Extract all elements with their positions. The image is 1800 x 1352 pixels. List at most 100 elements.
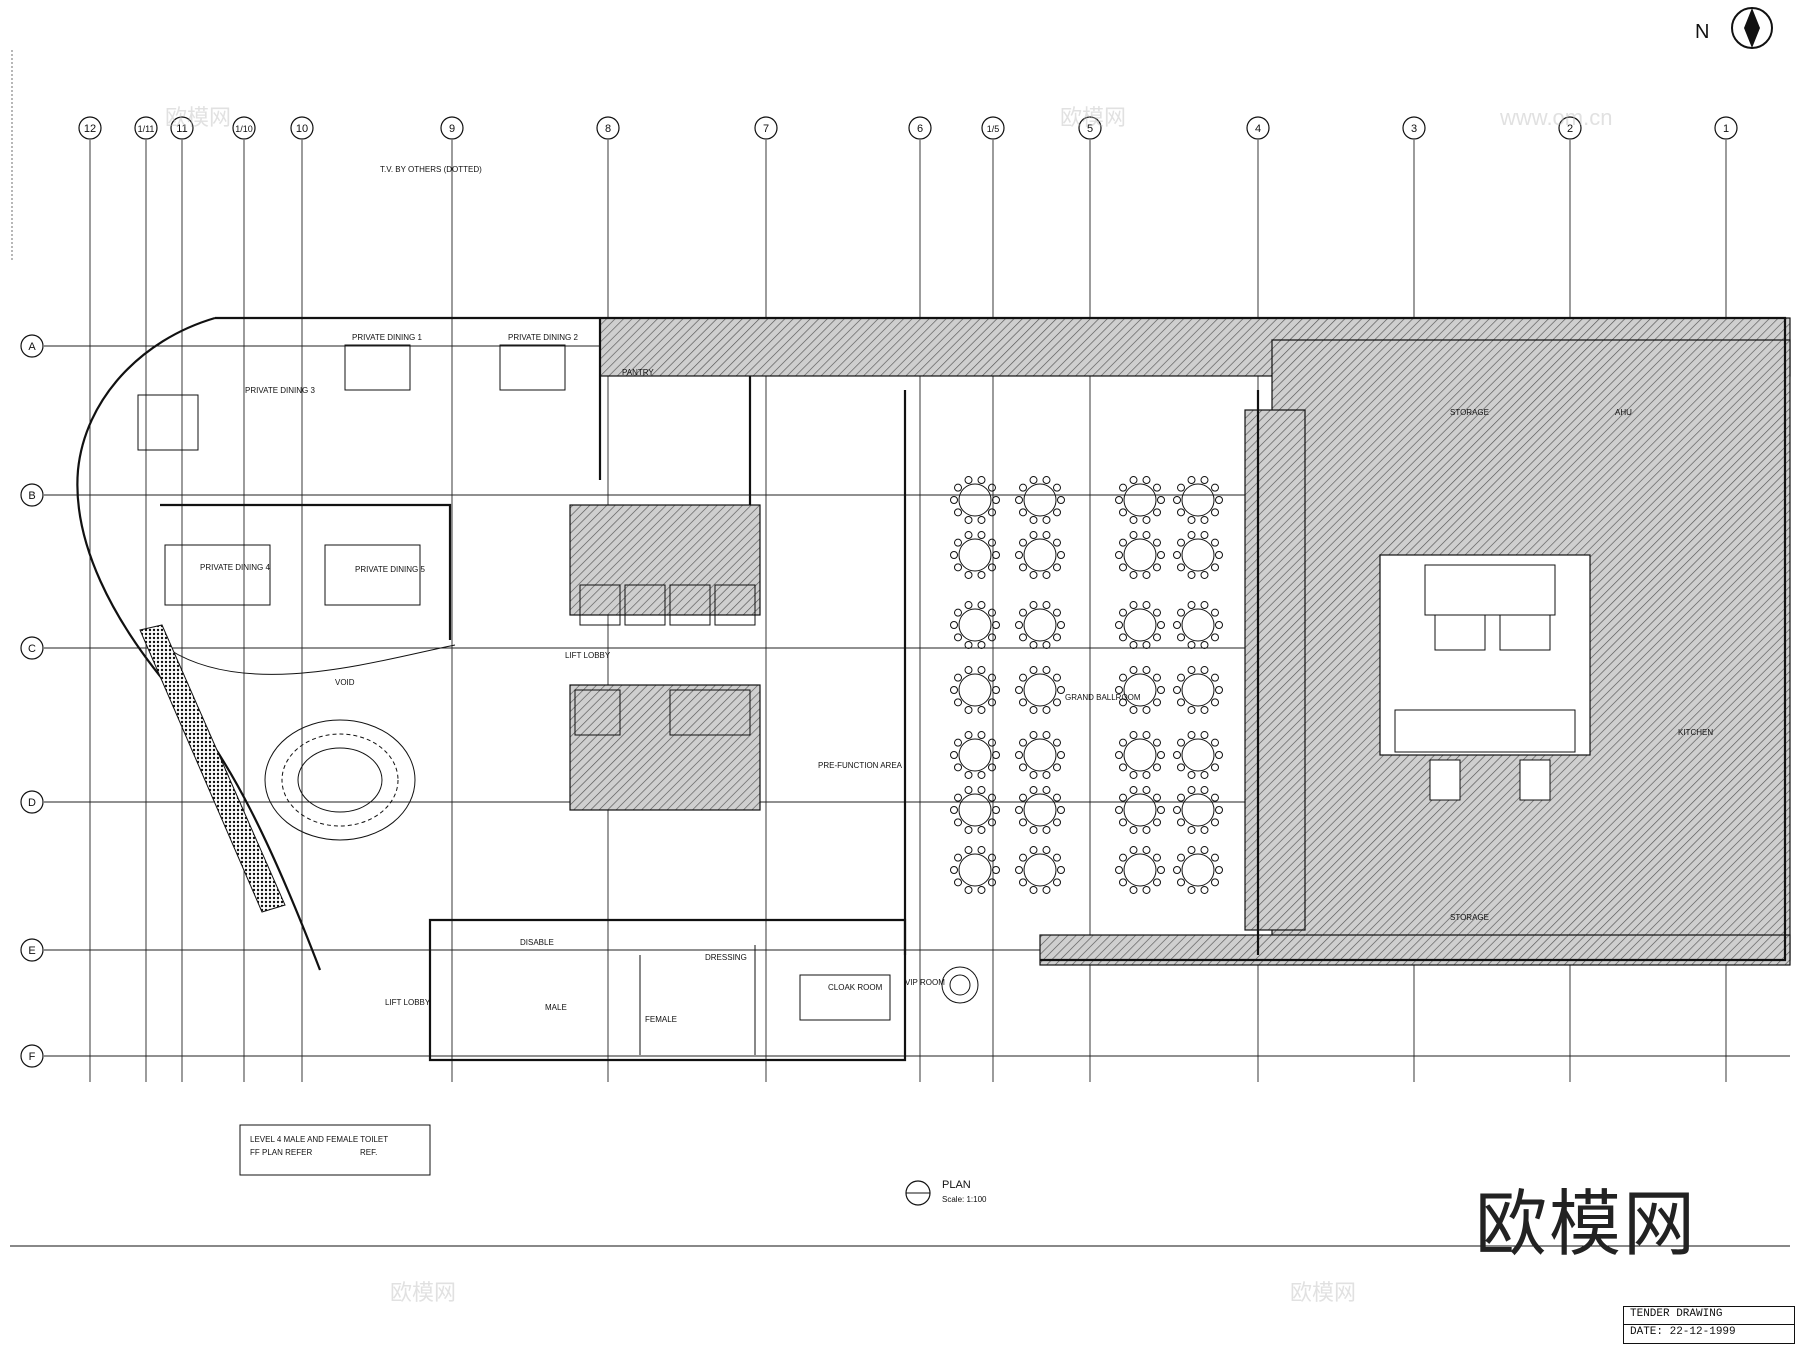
lift-cars [574, 584, 756, 736]
toilet-note-line2: FF PLAN REFER [250, 1148, 312, 1157]
banquet-table [1115, 786, 1165, 834]
room-male: MALE [545, 1003, 567, 1012]
grid-column-label: 12 [84, 123, 96, 135]
grid-column-label: 2 [1567, 123, 1573, 135]
watermark-brand-3: 欧模网 [390, 1280, 456, 1305]
grid-column-bubble [754, 116, 778, 140]
banquet-table [1015, 531, 1065, 579]
room-female: FEMALE [645, 1015, 677, 1024]
room-dressing: DRESSING [705, 953, 747, 962]
banquet-table [1173, 786, 1223, 834]
grid-column-bubble [78, 116, 102, 140]
room-private-dining-3: PRIVATE DINING 3 [245, 386, 315, 395]
room-pantry: PANTRY [622, 368, 654, 377]
banquet-table [1015, 476, 1065, 524]
grid-column-label: 3 [1411, 123, 1417, 135]
grid-column-label: 8 [605, 123, 611, 135]
banquet-table [1173, 476, 1223, 524]
grid-column-bubble [1714, 116, 1738, 140]
plan-title-block: PLAN Scale: 1:100 [905, 1179, 987, 1206]
private-dining-tables [137, 344, 566, 606]
room-vip-room: VIP ROOM [905, 978, 945, 987]
toilet-note-box [239, 1124, 431, 1176]
grid-column-bubble [290, 116, 314, 140]
room-prefunction: PRE-FUNCTION AREA [818, 761, 903, 770]
grid-row-label: E [28, 945, 35, 957]
grid-column-bubble [440, 116, 464, 140]
grid-column-label: 1/10 [235, 124, 253, 134]
grid-column-bubble [596, 116, 620, 140]
watermark-brand-large: 欧模网 [1475, 1182, 1698, 1266]
ballroom-banquet-tables [950, 476, 1223, 894]
grid-column-bubble [1246, 116, 1270, 140]
banquet-table [950, 531, 1000, 579]
banquet-table [1173, 531, 1223, 579]
banquet-table [950, 666, 1000, 714]
grid-column-bubble [908, 116, 932, 140]
building-walls [76, 316, 1787, 1062]
room-lift-lobby-lower: LIFT LOBBY [385, 998, 431, 1007]
room-private-dining-5: PRIVATE DINING 5 [355, 565, 425, 574]
grid-row-label: A [28, 341, 36, 353]
toilet-fixtures [639, 945, 891, 1055]
grid-row-label: B [28, 490, 35, 502]
note-tv-by-others: T.V. BY OTHERS (DOTTED) [380, 165, 482, 174]
watermark-layer: 欧模网 欧模网 www.om.cn 欧模网 欧模网 [165, 105, 1612, 1305]
grid-column-label: 5 [1087, 123, 1093, 135]
grid-column-label: 9 [449, 123, 455, 135]
grid-column-label: 10 [296, 123, 308, 135]
room-kitchen: KITCHEN [1678, 728, 1713, 737]
back-of-house-rooms [1379, 554, 1591, 801]
title-status: TENDER DRAWING [1624, 1307, 1794, 1325]
spiral-staircase [264, 719, 416, 841]
banquet-table [1115, 601, 1165, 649]
banquet-table [950, 846, 1000, 894]
facade-planter [139, 624, 286, 913]
banquet-table [950, 476, 1000, 524]
grid-row-bubble [20, 334, 44, 358]
room-grand-ballroom: GRAND BALLROOM [1065, 693, 1141, 702]
banquet-table [1115, 476, 1165, 524]
grid-column-label: 1/11 [138, 124, 155, 134]
back-of-house-hatch [569, 317, 1791, 966]
grid-column-bubble [170, 116, 194, 140]
grid-column-bubble [1078, 116, 1102, 140]
banquet-table [1115, 846, 1165, 894]
grid-column-label: 7 [763, 123, 769, 135]
toilet-note-line1: LEVEL 4 MALE AND FEMALE TOILET [250, 1135, 388, 1144]
room-private-dining-4: PRIVATE DINING 4 [200, 563, 270, 572]
room-cloak-room: CLOAK ROOM [828, 983, 883, 992]
room-disable: DISABLE [520, 938, 554, 947]
room-storage-2: STORAGE [1450, 913, 1489, 922]
banquet-table [950, 786, 1000, 834]
grid-column-label: 1/5 [987, 124, 1000, 134]
north-arrow: N [1695, 7, 1773, 49]
grid-column-bubble [981, 116, 1005, 140]
banquet-table [1015, 786, 1065, 834]
grid-row-label: C [28, 643, 36, 655]
room-private-dining-2: PRIVATE DINING 2 [508, 333, 578, 342]
grid-row-bubble [20, 938, 44, 962]
room-storage-1: STORAGE [1450, 408, 1489, 417]
banquet-table [1015, 846, 1065, 894]
grid-row-bubble [20, 483, 44, 507]
room-lift-lobby-upper: LIFT LOBBY [565, 651, 611, 660]
grid-row-bubble [20, 636, 44, 660]
banquet-table [1015, 666, 1065, 714]
banquet-table [1115, 731, 1165, 779]
grid-row-bubble [20, 790, 44, 814]
watermark-site-1: www.om.cn [1499, 105, 1612, 130]
north-letter: N [1695, 21, 1709, 43]
plan-scale: Scale: 1:100 [942, 1195, 987, 1204]
grid-row-bubble [20, 1044, 44, 1068]
banquet-table [1015, 601, 1065, 649]
banquet-table [950, 731, 1000, 779]
title-date: DATE: 22-12-1999 [1630, 1326, 1736, 1338]
toilet-note-ref: REF. [360, 1148, 377, 1157]
room-private-dining-1: PRIVATE DINING 1 [352, 333, 422, 342]
watermark-brand-4: 欧模网 [1290, 1280, 1356, 1305]
banquet-table [1115, 666, 1165, 714]
banquet-table [1015, 731, 1065, 779]
